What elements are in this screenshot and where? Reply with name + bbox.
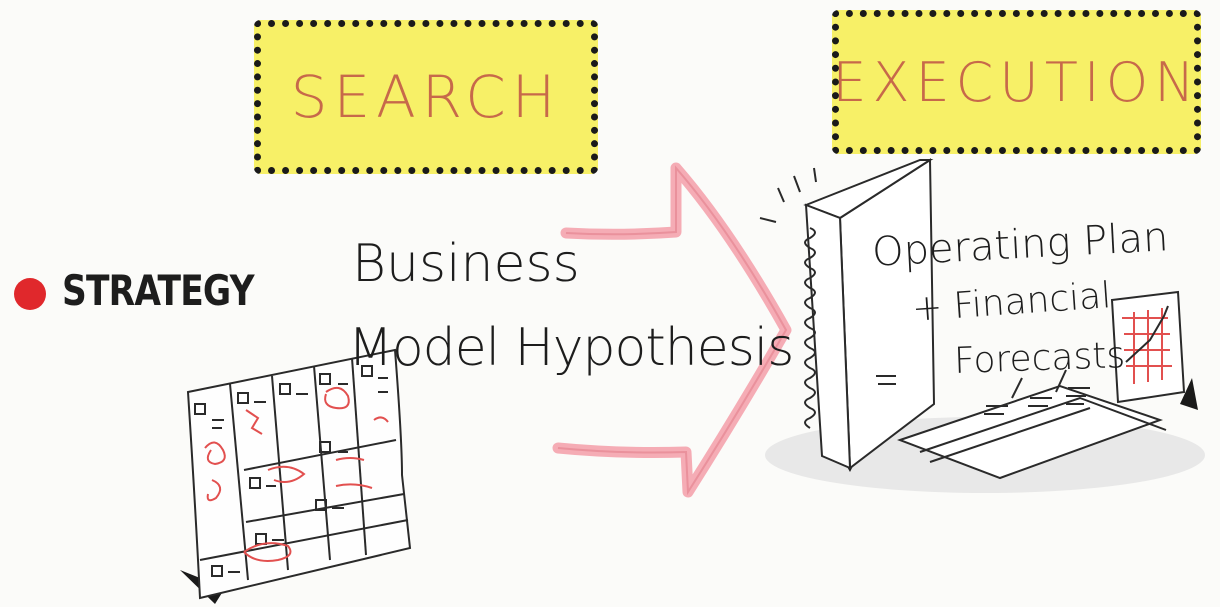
strategy-label: STRATEGY — [62, 266, 255, 315]
strategy-bullet-icon — [14, 278, 46, 310]
business-model-canvas-drawing — [180, 348, 412, 604]
transition-arrow — [552, 162, 792, 498]
execution-label-box: EXECUTION — [832, 10, 1201, 154]
search-label: SEARCH — [290, 63, 562, 131]
hypothesis-line-1: Business — [352, 234, 580, 294]
execution-label: EXECUTION — [832, 50, 1201, 114]
operating-plan-notebook — [759, 158, 1205, 493]
search-label-box: SEARCH — [254, 20, 598, 174]
operating-plan-line-3: Forecasts — [953, 335, 1126, 382]
hypothesis-line-2: Model Hypothesis — [348, 318, 794, 378]
